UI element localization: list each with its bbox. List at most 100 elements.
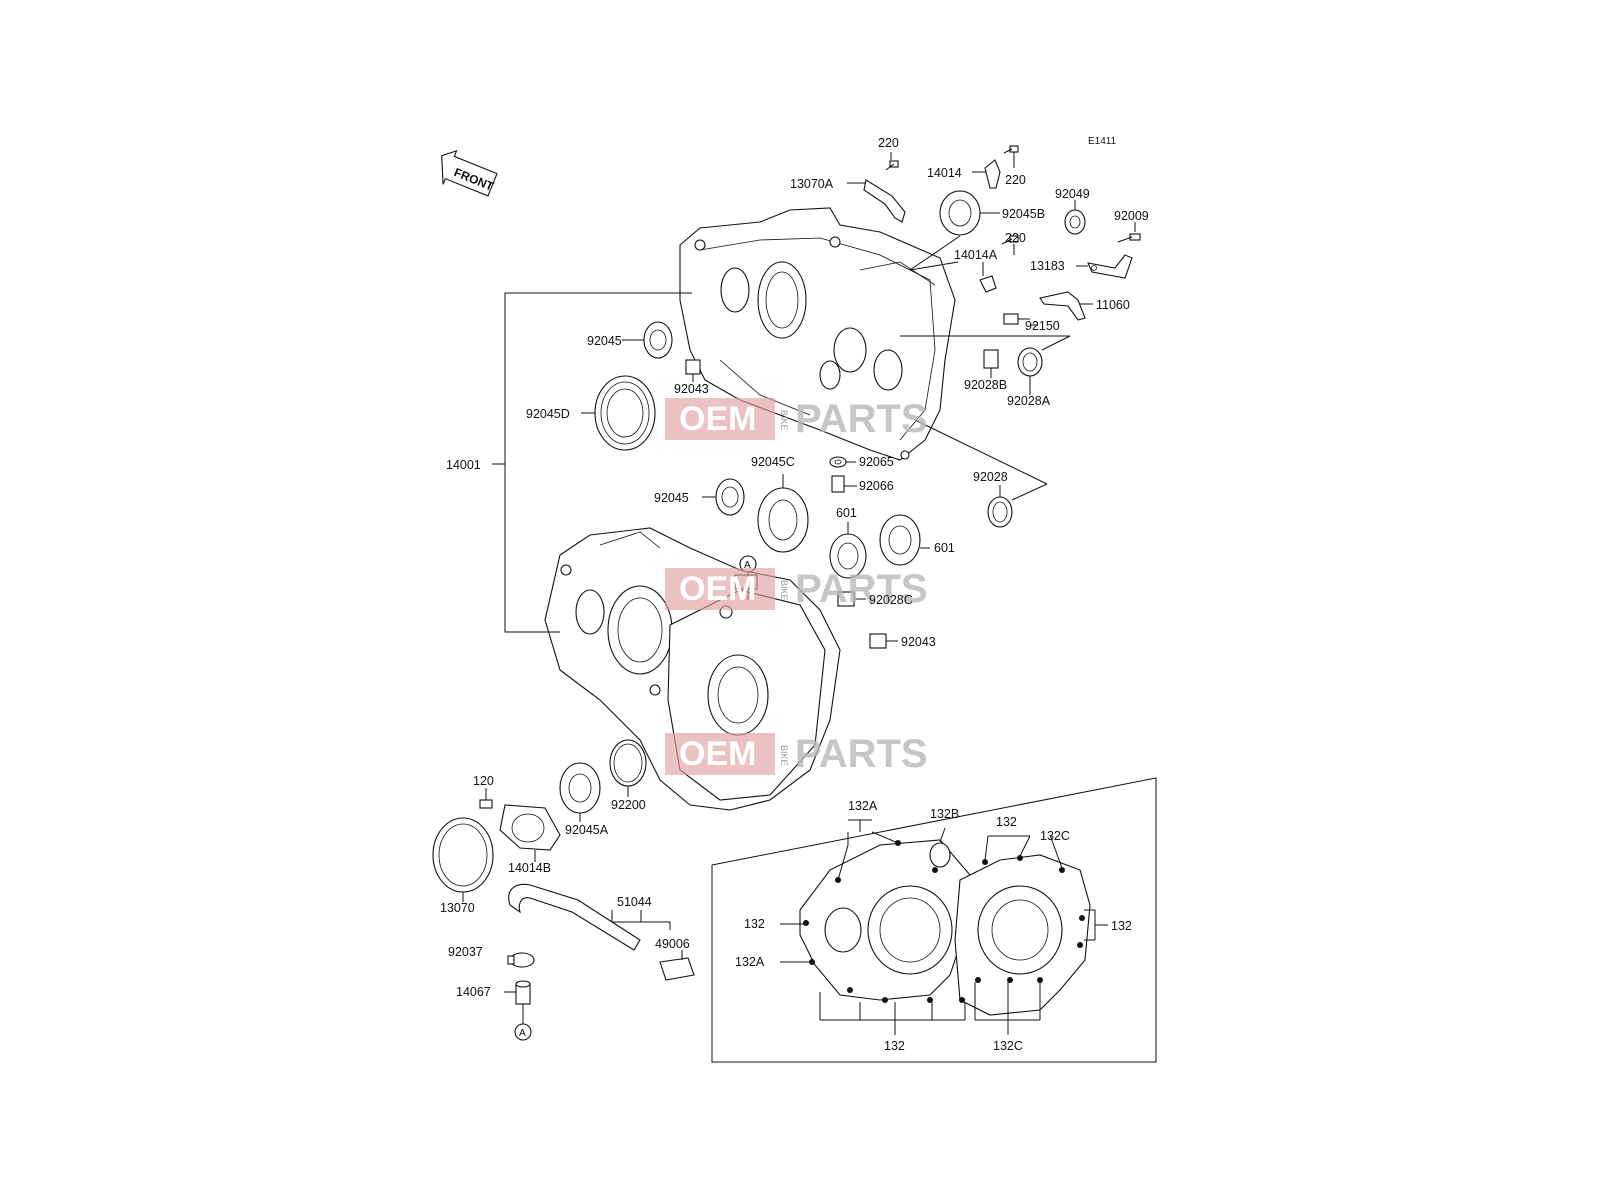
hose-51044-icon: [508, 883, 641, 951]
label-92028B: 92028B: [964, 378, 1007, 392]
svg-text:A: A: [519, 1028, 526, 1039]
front-arrow-icon: FRONT: [441, 149, 498, 197]
seal-13070-icon: [432, 817, 494, 893]
clamp-92037-icon: [507, 952, 535, 968]
washer-92065-icon: [829, 456, 847, 468]
label-11060: 11060: [1096, 298, 1130, 312]
label-14014B: 14014B: [508, 861, 551, 875]
upper-crankcase-drawing: [679, 207, 956, 461]
fitting-14067-icon: [515, 980, 531, 1005]
label-92009: 92009: [1114, 209, 1149, 223]
label-132C-top: 132C: [1040, 829, 1070, 843]
svg-text:PARTS: PARTS: [795, 397, 928, 441]
label-92045-2: 92045: [654, 491, 689, 505]
label-92028A: 92028A: [1007, 394, 1051, 408]
label-132C-bottom: 132C: [993, 1039, 1023, 1053]
label-92150: 92150: [1025, 319, 1060, 333]
label-92045D: 92045D: [526, 407, 570, 421]
bolt-220-a-icon: [885, 160, 899, 171]
label-13070: 13070: [440, 901, 475, 915]
label-92043-1: 92043: [674, 382, 709, 396]
label-132-right: 132: [1111, 919, 1132, 933]
label-49006: 49006: [655, 937, 690, 951]
label-92043-2: 92043: [901, 635, 936, 649]
label-132A-left: 132A: [735, 955, 765, 969]
bolt-holes: [803, 840, 1085, 1003]
part-labels: 220 13070A 14014 220 92049 92045B 92009 …: [440, 136, 1149, 1053]
svg-text:BIKE: BIKE: [779, 580, 789, 601]
label-92066: 92066: [859, 479, 894, 493]
label-220-a: 220: [878, 136, 899, 150]
svg-text:OEM: OEM: [679, 400, 756, 438]
label-92200: 92200: [611, 798, 646, 812]
watermark-3: OEM PARTS BIKE: [665, 732, 928, 776]
label-51044: 51044: [617, 895, 652, 909]
dowel-92150-icon: [1003, 313, 1030, 325]
bearing-92049-icon: [1064, 209, 1086, 235]
label-92049: 92049: [1055, 187, 1090, 201]
plate-14014-icon: [984, 159, 1001, 189]
bolt-92009-icon: [1117, 233, 1141, 243]
svg-text:OEM: OEM: [679, 570, 756, 608]
label-13070A: 13070A: [790, 177, 834, 191]
plate-14014B-icon: [499, 804, 561, 851]
plate-13183-icon: [1087, 254, 1133, 279]
oring-92200-icon: [609, 739, 647, 787]
label-92045B: 92045B: [1002, 207, 1045, 221]
svg-text:A: A: [744, 560, 751, 571]
label-13183: 13183: [1030, 259, 1065, 273]
label-92045A: 92045A: [565, 823, 609, 837]
label-92037: 92037: [448, 945, 483, 959]
svg-text:OEM: OEM: [679, 735, 756, 773]
bearing-92045C-icon: [757, 487, 809, 553]
label-92028C: 92028C: [869, 593, 913, 607]
watermark-2: OEM PARTS BIKE: [665, 567, 928, 611]
svg-text:BIKE: BIKE: [779, 410, 789, 431]
bolt-220-b-icon: [1003, 145, 1019, 154]
dowel-92043-low-icon: [869, 633, 887, 649]
label-132-left: 132: [744, 917, 765, 931]
svg-text:PARTS: PARTS: [795, 732, 928, 776]
bolt-location-inset: [711, 777, 1157, 1063]
bearing-92045B-icon: [939, 190, 981, 236]
ring-92028-icon: [987, 496, 1013, 528]
diagram-code: E1411: [1088, 136, 1117, 147]
label-132-top: 132: [996, 815, 1017, 829]
label-14001: 14001: [446, 458, 481, 472]
label-220-b: 220: [1005, 173, 1026, 187]
label-92045-1: 92045: [587, 334, 622, 348]
bearing-92045-mid-icon: [715, 478, 745, 516]
svg-text:BIKE: BIKE: [779, 745, 789, 766]
bracket-14001: [492, 292, 692, 633]
watermark-1: OEM PARTS BIKE: [665, 397, 928, 441]
plate-14014A-icon: [979, 275, 997, 293]
pipe-49006-icon: [659, 957, 695, 981]
ref-marker-a-bottom: A: [514, 1023, 532, 1041]
label-601-a: 601: [836, 506, 857, 520]
plate-11060-icon: [1039, 291, 1086, 321]
label-14067: 14067: [456, 985, 491, 999]
label-601-b: 601: [934, 541, 955, 555]
dowel-92028B-icon: [983, 349, 999, 369]
label-14014A: 14014A: [954, 248, 998, 262]
label-92028: 92028: [973, 470, 1008, 484]
bearing-92045D-icon: [594, 375, 656, 451]
bracket-13070A-icon: [863, 179, 906, 223]
bearing-601-b-icon: [879, 514, 921, 566]
label-92065: 92065: [859, 455, 894, 469]
label-132A-top: 132A: [848, 799, 878, 813]
label-120: 120: [473, 774, 494, 788]
bearing-92045A-icon: [559, 762, 601, 814]
bolt-120-icon: [479, 788, 493, 809]
label-132-bottom: 132: [884, 1039, 905, 1053]
ring-92028A-icon: [1017, 347, 1043, 377]
bolt-220-c-icon: [1001, 235, 1019, 245]
label-132B: 132B: [930, 807, 959, 821]
svg-text:PARTS: PARTS: [795, 567, 928, 611]
label-92045C: 92045C: [751, 455, 795, 469]
bearing-92045-top-icon: [643, 321, 673, 359]
dowel-92043-top-icon: [685, 359, 701, 375]
label-14014: 14014: [927, 166, 962, 180]
plug-92066-icon: [831, 475, 845, 493]
